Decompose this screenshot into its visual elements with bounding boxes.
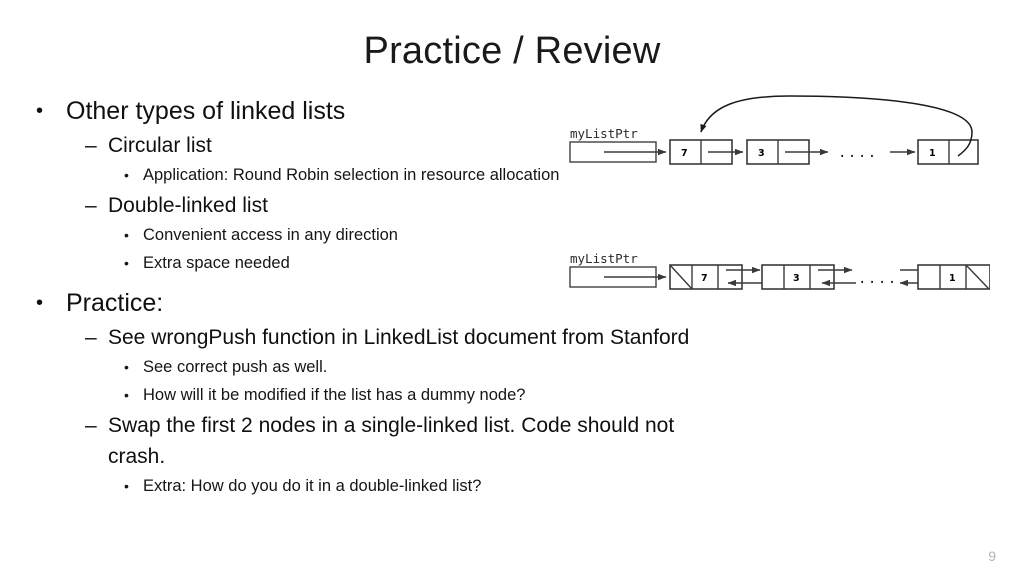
- circular-linked-list-diagram: myListPtr 7 3 .... 1: [560, 92, 990, 177]
- list-item: • Application: Round Robin selection in …: [36, 161, 696, 189]
- bullet-marker: •: [124, 167, 129, 183]
- list-item-label: Extra space needed: [143, 254, 290, 272]
- node-value: 3: [758, 148, 765, 159]
- bullet-marker: •: [124, 387, 129, 403]
- list-item: – Circular list: [36, 130, 696, 161]
- bullet-marker: –: [85, 194, 97, 217]
- list-item-label: Convenient access in any direction: [143, 226, 398, 244]
- bullet-marker: •: [36, 100, 44, 122]
- list-item-label: See correct push as well.: [143, 358, 328, 376]
- null-pointer-slash-icon: [965, 264, 990, 290]
- list-item: • Convenient access in any direction: [36, 221, 696, 249]
- pointer-variable-label: myListPtr: [570, 251, 638, 266]
- node-value: 1: [949, 273, 956, 284]
- ellipsis-label: ....: [858, 271, 898, 287]
- page-number: 9: [988, 548, 996, 564]
- list-item: – See wrongPush function in LinkedList d…: [36, 322, 696, 353]
- bullet-marker: –: [85, 414, 97, 437]
- pointer-variable-label: myListPtr: [570, 126, 638, 141]
- node-box: [917, 139, 979, 165]
- bullet-marker: –: [85, 134, 97, 157]
- node-value: 3: [793, 273, 800, 284]
- list-item: • Other types of linked lists: [36, 92, 696, 130]
- bullet-marker: •: [124, 478, 129, 494]
- list-item: • Extra: How do you do it in a double-li…: [36, 472, 696, 500]
- node-value: 7: [681, 148, 688, 159]
- list-item-label: Other types of linked lists: [66, 97, 346, 125]
- bullet-marker: •: [124, 227, 129, 243]
- list-item-label: How will it be modified if the list has …: [143, 386, 526, 404]
- double-linked-list-diagram: myListPtr 7 3 .... 1: [560, 245, 990, 305]
- list-item-label: Practice:: [66, 289, 164, 317]
- bullet-marker: •: [124, 255, 129, 271]
- null-pointer-slash-icon: [669, 264, 693, 290]
- list-item: • Extra space needed: [36, 249, 696, 277]
- node-value: 1: [929, 148, 936, 159]
- list-item: • See correct push as well.: [36, 353, 696, 381]
- bullet-marker: –: [85, 326, 97, 349]
- wrap-around-arrow: [700, 95, 973, 157]
- circular-list-svg: myListPtr 7 3 .... 1: [569, 95, 979, 165]
- list-item: • Practice:: [36, 284, 696, 322]
- list-item: – Swap the first 2 nodes in a single-lin…: [36, 410, 696, 472]
- list-item-label: Circular list: [108, 134, 212, 157]
- list-item-label: Double-linked list: [108, 194, 268, 217]
- node-value: 7: [701, 273, 708, 284]
- list-item-label: Extra: How do you do it in a double-link…: [143, 477, 482, 495]
- list-item-label: Application: Round Robin selection in re…: [143, 166, 560, 184]
- bullet-marker: •: [124, 359, 129, 375]
- list-item: – Double-linked list: [36, 190, 696, 221]
- list-item: • How will it be modified if the list ha…: [36, 381, 696, 409]
- ellipsis-label: ....: [838, 145, 878, 161]
- bullet-marker: •: [36, 292, 44, 314]
- list-item-label: See wrongPush function in LinkedList doc…: [108, 326, 690, 349]
- slide-title: Practice / Review: [363, 30, 661, 72]
- list-item-label: Swap the first 2 nodes in a single-linke…: [108, 414, 675, 468]
- double-list-svg: myListPtr 7 3 .... 1: [569, 251, 990, 290]
- outline-body: • Other types of linked lists – Circular…: [36, 92, 696, 500]
